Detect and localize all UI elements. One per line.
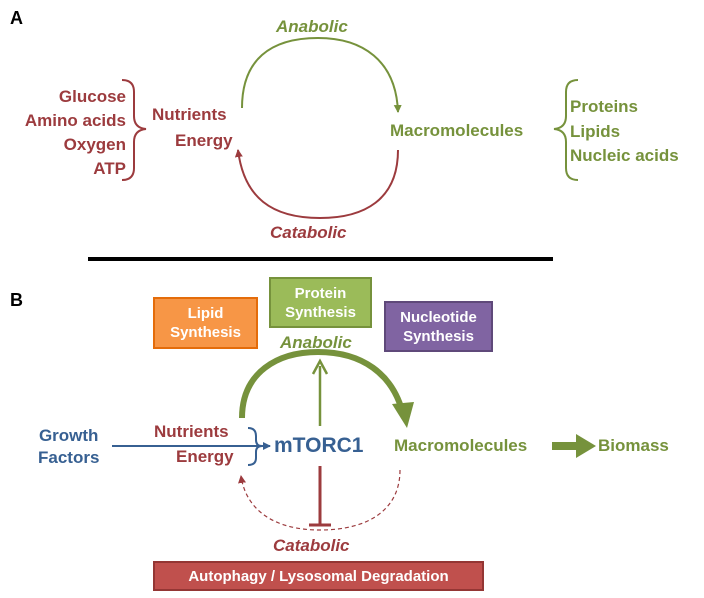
autophagy-box: Autophagy / Lysosomal Degradation [153, 561, 484, 591]
catabolic-arc-b [238, 469, 401, 531]
output-lipids: Lipids [570, 122, 621, 141]
anabolic-label-a: Anabolic [276, 17, 348, 36]
energy-label-b: Energy [176, 447, 234, 466]
macromolecules-label-b: Macromolecules [394, 436, 528, 455]
panel-a-label: A [10, 8, 23, 28]
energy-label-a: Energy [175, 131, 233, 150]
anabolic-arrowhead-b [392, 402, 414, 428]
growth-factors-label: Growth Factors [38, 426, 100, 467]
divider [88, 257, 553, 261]
lipid-synthesis-label: Lipid Synthesis [170, 305, 241, 341]
protein-synthesis-box: Protein Synthesis [269, 277, 372, 328]
output-nucleic-acids: Nucleic acids [570, 146, 679, 165]
lipid-synthesis-box: Lipid Synthesis [153, 297, 258, 349]
anabolic-label-b: Anabolic [280, 333, 352, 352]
protein-synthesis-label: Protein Synthesis [285, 284, 356, 321]
mtorc1-label: mTORC1 [274, 434, 364, 457]
anabolic-arc-a [241, 36, 402, 113]
catabolic-label-b: Catabolic [273, 536, 350, 555]
output-brace [553, 79, 579, 181]
catabolic-arc-a [234, 149, 399, 220]
macromolecules-label-a: Macromolecules [390, 121, 524, 140]
anabolic-arc-b [239, 348, 407, 419]
mtorc1-activation-arrowhead [311, 358, 329, 375]
output-proteins: Proteins [570, 97, 639, 116]
input-glucose: Glucose [58, 87, 126, 106]
catabolic-label-a: Catabolic [270, 223, 347, 242]
nutrients-label-b: Nutrients [154, 422, 229, 441]
nucleotide-synthesis-box: Nucleotide Synthesis [384, 301, 493, 352]
biomass-label: Biomass [598, 436, 669, 455]
nucleotide-synthesis-label: Nucleotide Synthesis [400, 308, 477, 345]
input-amino-acids: Amino acids [24, 111, 126, 130]
input-brace [121, 79, 147, 181]
input-atp: ATP [93, 159, 126, 178]
panel-b-label: B [10, 290, 23, 310]
nutrients-label-a: Nutrients [152, 105, 227, 124]
autophagy-label: Autophagy / Lysosomal Degradation [188, 567, 449, 585]
biomass-arrowhead [576, 434, 596, 458]
input-oxygen: Oxygen [63, 135, 126, 154]
